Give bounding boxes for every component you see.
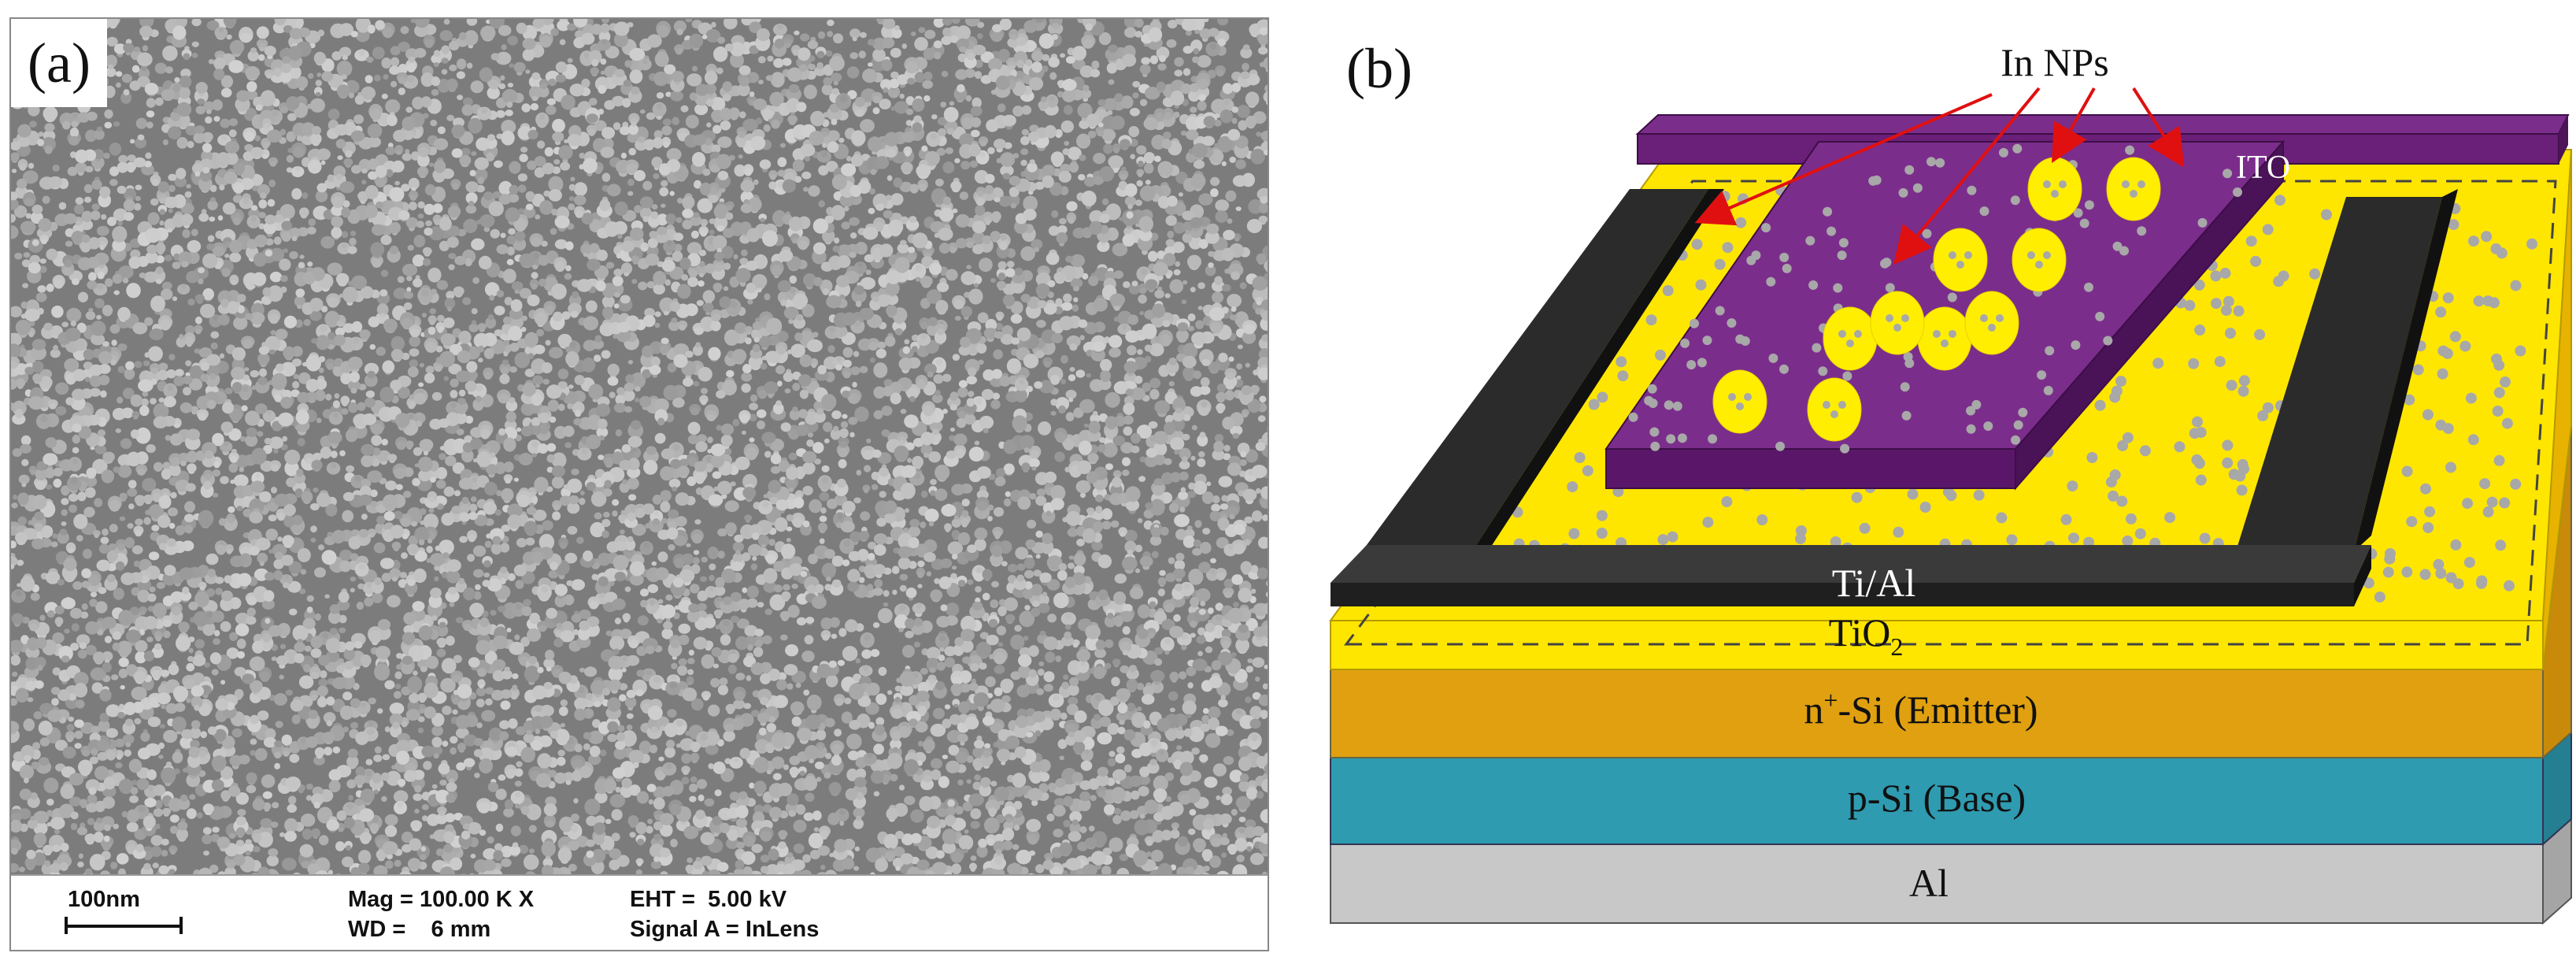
- solar-cell-diagram: In NPs ITO Ti/Al TiO2 n+-Si (Emitter) p-…: [1329, 40, 2573, 925]
- eht-text: EHT = 5.00 kV: [630, 887, 787, 912]
- panel-b-label: (b): [1346, 37, 1412, 100]
- panel-a-label: (a): [11, 19, 107, 107]
- base-label: p-Si (Base): [1848, 776, 2026, 820]
- contact-bar-top: [1331, 545, 2371, 583]
- contact-right-arm-top: [2236, 197, 2442, 551]
- ito-label: ITO: [2236, 150, 2290, 186]
- magnification-text: Mag = 100.00 K X: [348, 887, 535, 912]
- scale-bar-label: 100nm: [68, 887, 140, 912]
- ito-pad-front: [1605, 448, 2016, 489]
- contact-bar-front: [1331, 583, 2354, 606]
- sem-micrograph-panel: (a) 100nm Mag = 100.00 K X WD = 6 mm EHT…: [9, 17, 1269, 951]
- tio2-label: TiO2: [1829, 610, 1904, 661]
- tio2-side-face: [2542, 149, 2572, 670]
- device-schematic-panel: In NPs ITO Ti/Al TiO2 n+-Si (Emitter) p-…: [1299, 0, 2576, 964]
- contact-left-arm-top: [1362, 189, 1708, 551]
- emitter-label: n+-Si (Emitter): [1804, 686, 2037, 732]
- ito-nanoparticles: [1628, 143, 2242, 454]
- sem-image: [11, 19, 1268, 879]
- signal-text: Signal A = InLens: [630, 917, 820, 942]
- sem-data-bar: 100nm Mag = 100.00 K X WD = 6 mm EHT = 5…: [11, 874, 1268, 950]
- scale-bar: [65, 917, 183, 934]
- in-nps-label: In NPs: [2000, 40, 2109, 84]
- tio2-nanoparticles: [1399, 184, 2538, 603]
- in-nps-arrows: [1694, 87, 2185, 265]
- working-distance-text: WD = 6 mm: [348, 917, 491, 942]
- al-label: Al: [1909, 861, 1949, 905]
- contact-left-arm-edge: [1472, 189, 1724, 551]
- contact-right-arm-edge: [2354, 189, 2458, 551]
- contact-bar-side: [2354, 545, 2371, 606]
- ti-al-label: Ti/Al: [1832, 561, 1916, 605]
- ito-bar-top: [1635, 114, 2570, 135]
- ito-pad-side: [2015, 139, 2284, 491]
- ito-bar-side: [2559, 115, 2568, 164]
